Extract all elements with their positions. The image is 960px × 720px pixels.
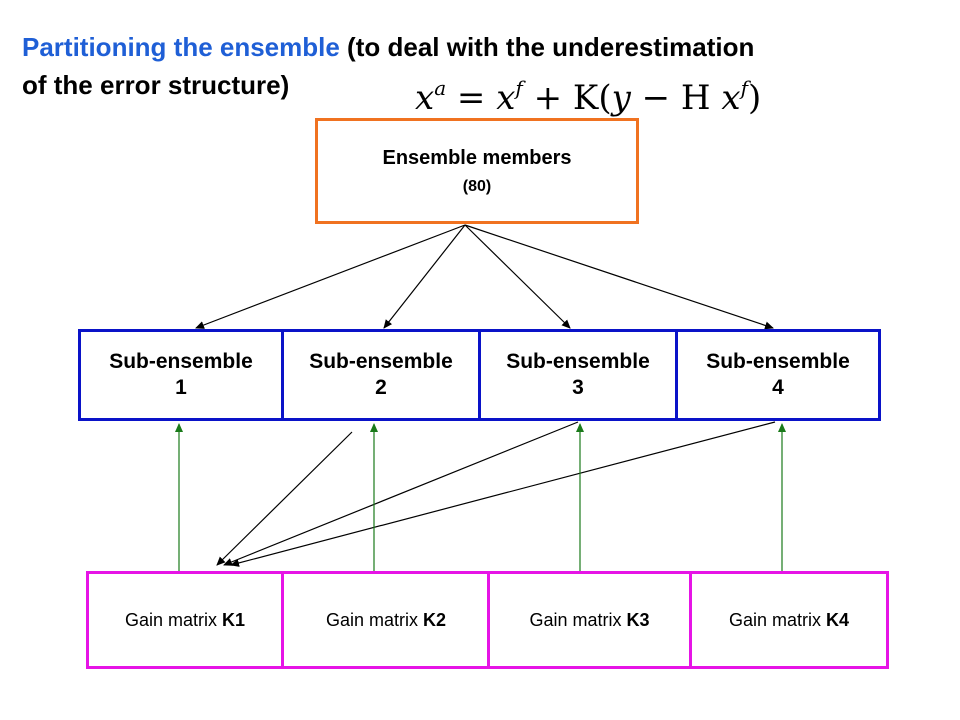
arrow-sub-4-to-gain-1 — [230, 421, 776, 567]
gain-matrix-label: Gain matrix — [124, 609, 222, 630]
gain-matrix-k3-box: Gain matrix K3 — [487, 571, 692, 669]
gain-matrix-k: K3 — [626, 609, 650, 630]
gain-matrix-label: Gain matrix — [728, 609, 826, 630]
gain-matrix-k1-box: Gain matrix K1 — [86, 571, 284, 669]
sub-ensemble-label: Sub-ensemble — [109, 350, 253, 373]
ensemble-members-box: Ensemble members (80) — [315, 118, 639, 224]
page-title: Partitioning the ensemble (to deal with … — [22, 28, 952, 104]
arrow-ensemble-to-sub-1 — [195, 224, 466, 329]
arrow-ensemble-to-sub-2 — [383, 224, 466, 329]
gain-matrix-label: Gain matrix — [325, 609, 423, 630]
sub-ensemble-number: 4 — [772, 376, 784, 399]
gain-matrix-k: K1 — [222, 609, 246, 630]
ensemble-label: Ensemble members — [382, 146, 572, 169]
sub-ensemble-label: Sub-ensemble — [309, 350, 453, 373]
arrow-sub-2-to-gain-1 — [216, 431, 353, 566]
title-highlight: Partitioning the ensemble — [22, 32, 340, 62]
ensemble-count: (80) — [462, 177, 492, 195]
sub-ensemble-label: Sub-ensemble — [506, 350, 650, 373]
sub-ensemble-4-box: Sub-ensemble 4 — [675, 329, 881, 421]
sub-ensemble-2-box: Sub-ensemble 2 — [281, 329, 481, 421]
sub-ensemble-1-box: Sub-ensemble 1 — [78, 329, 284, 421]
sub-ensemble-3-box: Sub-ensemble 3 — [478, 329, 678, 421]
sub-ensemble-number: 3 — [572, 376, 584, 399]
gain-matrix-k: K4 — [826, 609, 850, 630]
sub-ensemble-number: 1 — [175, 376, 187, 399]
title-line2: of the error structure) — [22, 70, 290, 100]
arrow-sub-3-to-gain-1 — [223, 421, 579, 566]
arrow-ensemble-to-sub-4 — [464, 224, 774, 330]
title-rest: (to deal with the underestimation — [339, 32, 755, 62]
arrow-ensemble-to-sub-3 — [464, 224, 571, 329]
gain-matrix-k4-box: Gain matrix K4 — [689, 571, 889, 669]
gain-matrix-k2-box: Gain matrix K2 — [281, 571, 491, 669]
kalman-update-formula: xa = xf + K(y − H xf) — [415, 76, 762, 118]
gain-matrix-k: K2 — [423, 609, 447, 630]
sub-ensemble-number: 2 — [375, 376, 387, 399]
gain-matrix-label: Gain matrix — [529, 609, 627, 630]
sub-ensemble-label: Sub-ensemble — [706, 350, 850, 373]
